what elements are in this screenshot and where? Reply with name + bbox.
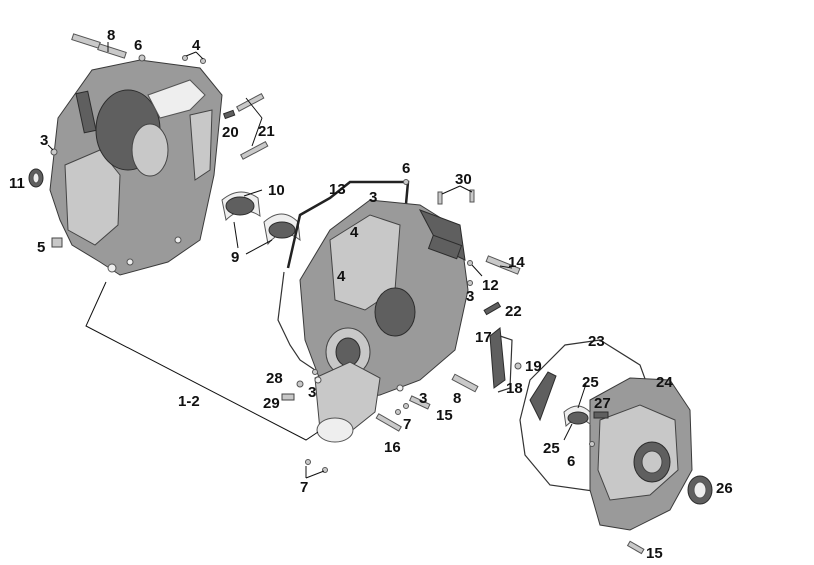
callout-26: 26 — [716, 480, 733, 497]
callout-8-top: 8 — [107, 27, 115, 44]
callout-4-top: 4 — [192, 37, 201, 54]
callout-23: 23 — [588, 333, 605, 350]
callout-27: 27 — [594, 395, 611, 412]
callout-29: 29 — [263, 395, 280, 412]
callout-4-mid-a: 4 — [350, 224, 359, 241]
crankcase-cover — [519, 339, 713, 555]
callout-15-low: 15 — [646, 545, 663, 562]
callout-25-a: 25 — [582, 374, 599, 391]
right-crankcase-half — [277, 180, 469, 443]
callout-11: 11 — [9, 175, 25, 192]
callout-3-low: 3 — [308, 384, 316, 401]
callout-labels: 8 6 4 3 11 5 20 21 10 9 13 6 3 30 4 4 14… — [9, 27, 733, 562]
callout-17: 17 — [475, 329, 492, 346]
callout-21: 21 — [258, 123, 275, 140]
callout-4-mid-b: 4 — [337, 268, 346, 285]
callout-3-left: 3 — [40, 132, 48, 149]
callout-12: 12 — [482, 277, 499, 294]
callout-20: 20 — [222, 124, 239, 141]
callout-5: 5 — [37, 239, 45, 256]
bearing-shells — [221, 191, 301, 246]
callout-22: 22 — [505, 303, 522, 320]
callout-3-low-b: 3 — [419, 390, 427, 407]
callout-8-low: 8 — [453, 390, 461, 407]
center-hardware — [281, 179, 522, 473]
callout-28: 28 — [266, 370, 283, 387]
callout-10: 10 — [268, 182, 285, 199]
callout-6-top: 6 — [134, 37, 142, 54]
callout-19: 19 — [525, 358, 542, 375]
callout-6-low: 6 — [567, 453, 575, 470]
callout-30: 30 — [455, 171, 472, 188]
left-hardware — [28, 33, 269, 248]
callout-13: 13 — [329, 181, 346, 198]
callout-16: 16 — [384, 439, 401, 456]
callout-6-mid: 6 — [402, 160, 410, 177]
callout-15-mid: 15 — [436, 407, 453, 424]
callout-25-b: 25 — [543, 440, 560, 457]
callout-18: 18 — [506, 380, 523, 397]
callout-14: 14 — [508, 254, 525, 271]
leader-lines — [47, 42, 587, 479]
callout-9: 9 — [231, 249, 239, 266]
callout-3-right: 3 — [466, 288, 474, 305]
left-crankcase-half — [49, 59, 223, 276]
callout-7-mid: 7 — [403, 416, 411, 433]
callout-24: 24 — [656, 374, 673, 391]
callout-7-low: 7 — [300, 479, 308, 496]
callout-1-2: 1-2 — [178, 393, 200, 410]
callout-3-mid: 3 — [369, 189, 377, 206]
